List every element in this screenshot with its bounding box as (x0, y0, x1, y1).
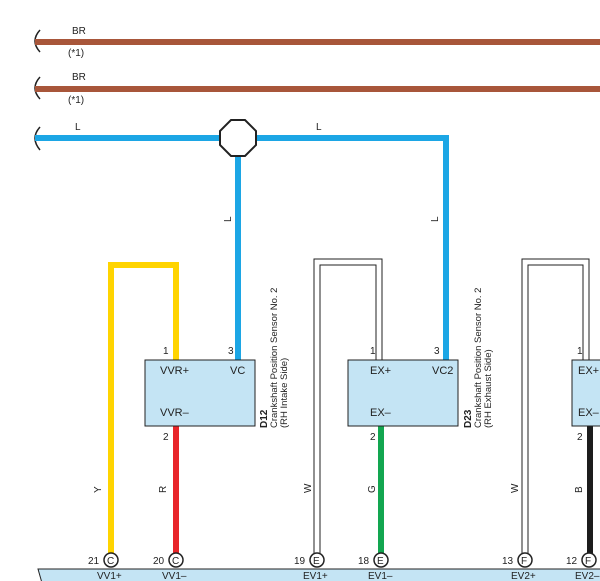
y-wire (108, 262, 179, 558)
d23-sensor[interactable]: 1 3 2 EX+ VC2 EX– D23 Crankshaft Positio… (347, 288, 494, 443)
sensor-3-term-plus: EX+ (578, 365, 599, 377)
ecu-pin-21-num: 21 (88, 556, 100, 567)
d12-term-plus: VVR+ (160, 365, 189, 377)
sensor-3-wires: W B (510, 258, 593, 558)
ecu-pin-13-circle (517, 552, 533, 568)
ecu-pin-12[interactable]: 12 F EV2– (566, 552, 600, 581)
br-wire-1-label: BR (72, 26, 86, 37)
w-wire-2-label: W (510, 483, 521, 493)
ecu-pin-19-circle (309, 552, 325, 568)
ecu-pin-20-conn: C (172, 556, 179, 567)
d12-desc-1: Crankshaft Position Sensor No. 2 (269, 288, 280, 428)
ecu-pin-21[interactable]: 21 C VV1+ (88, 552, 122, 581)
ecu-pin-19[interactable]: 19 E EV1+ (294, 552, 328, 581)
d12-pin-2: 2 (163, 432, 169, 443)
d23-pin-3: 3 (434, 346, 440, 357)
ecu-connector-strip: 21 C VV1+ 20 C VV1– 19 E EV1+ 18 E EV1– … (37, 552, 600, 581)
ecu-pin-18-num: 18 (358, 556, 370, 567)
l-wire-label-left: L (75, 122, 81, 133)
ecu-pin-20-num: 20 (153, 556, 165, 567)
ecu-pin-18-label: EV1– (368, 571, 393, 581)
d12-wires: Y R (93, 262, 179, 558)
ecu-pin-19-label: EV1+ (303, 571, 328, 581)
w-wire-1-label: W (303, 483, 314, 493)
d23-pin-1: 1 (370, 346, 376, 357)
d12-desc-2: (RH Intake Side) (279, 358, 290, 428)
ecu-pin-18-circle (373, 552, 389, 568)
ecu-pin-21-circle (103, 552, 119, 568)
ecu-pin-21-conn: C (107, 556, 114, 567)
ecu-pin-13-num: 13 (502, 556, 514, 567)
ecu-pin-20-circle (168, 552, 184, 568)
l-branch-d23-label: L (430, 216, 441, 222)
d12-box[interactable] (144, 359, 256, 427)
d23-term-minus: EX– (370, 407, 392, 419)
ecu-pin-12-conn: F (585, 556, 591, 567)
d23-wires: W G (303, 258, 384, 558)
w-wire-2 (522, 259, 589, 558)
ecu-pin-13[interactable]: 13 F EV2+ (502, 552, 536, 581)
ecu-pin-19-num: 19 (294, 556, 306, 567)
d23-term-vc: VC2 (432, 365, 453, 377)
r-wire-label: R (158, 486, 169, 493)
l-wire-label-right: L (316, 122, 322, 133)
ecu-pin-19-conn: E (313, 556, 320, 567)
l-branch-d12-label: L (223, 216, 234, 222)
y-wire-label: Y (93, 486, 104, 493)
d12-term-vc: VC (230, 365, 245, 377)
ecu-pin-18[interactable]: 18 E EV1– (358, 552, 393, 581)
splice-point (219, 119, 257, 157)
sensor-3-term-minus: EX– (578, 407, 600, 419)
ecu-pin-20[interactable]: 20 C VV1– (153, 552, 187, 581)
d23-pin-2: 2 (370, 432, 376, 443)
sensor-3-pin-1: 1 (577, 346, 583, 357)
sensor-3-box[interactable] (571, 359, 600, 427)
ecu-pin-13-label: EV2+ (511, 571, 536, 581)
d12-term-minus: VVR– (160, 407, 190, 419)
br-wire-2: BR (*1) (34, 72, 600, 106)
w-wire-1 (314, 259, 382, 558)
d23-term-plus: EX+ (370, 365, 391, 377)
d23-box[interactable] (347, 359, 459, 427)
br-wire-1: BR (*1) (34, 26, 600, 59)
d23-ref: D23 (463, 409, 474, 428)
ecu-pin-21-label: VV1+ (97, 571, 122, 581)
b-wire-label: B (574, 486, 585, 493)
d23-desc-2: (RH Exhaust Side) (483, 349, 494, 428)
br-wire-1-note: (*1) (68, 48, 84, 59)
ecu-pin-12-label: EV2– (575, 571, 600, 581)
d12-pin-3: 3 (228, 346, 234, 357)
l-wire: L L L L (34, 119, 449, 362)
d12-ref: D12 (259, 409, 270, 428)
ecu-pin-12-circle (581, 552, 597, 568)
d12-sensor[interactable]: 1 3 2 VVR+ VC VVR– D12 Crankshaft Positi… (144, 288, 290, 443)
br-wire-2-label: BR (72, 72, 86, 83)
d12-pin-1: 1 (163, 346, 169, 357)
d23-desc-1: Crankshaft Position Sensor No. 2 (473, 288, 484, 428)
sensor-3-pin-2: 2 (577, 432, 583, 443)
ecu-pin-20-label: VV1– (162, 571, 187, 581)
sensor-3[interactable]: 1 2 EX+ EX– (571, 346, 600, 443)
ecu-pin-12-num: 12 (566, 556, 578, 567)
ecu-body (37, 568, 600, 581)
ecu-pin-13-conn: F (521, 556, 527, 567)
ecu-pin-18-conn: E (377, 556, 384, 567)
br-wire-2-note: (*1) (68, 95, 84, 106)
g-wire-label: G (367, 485, 378, 493)
